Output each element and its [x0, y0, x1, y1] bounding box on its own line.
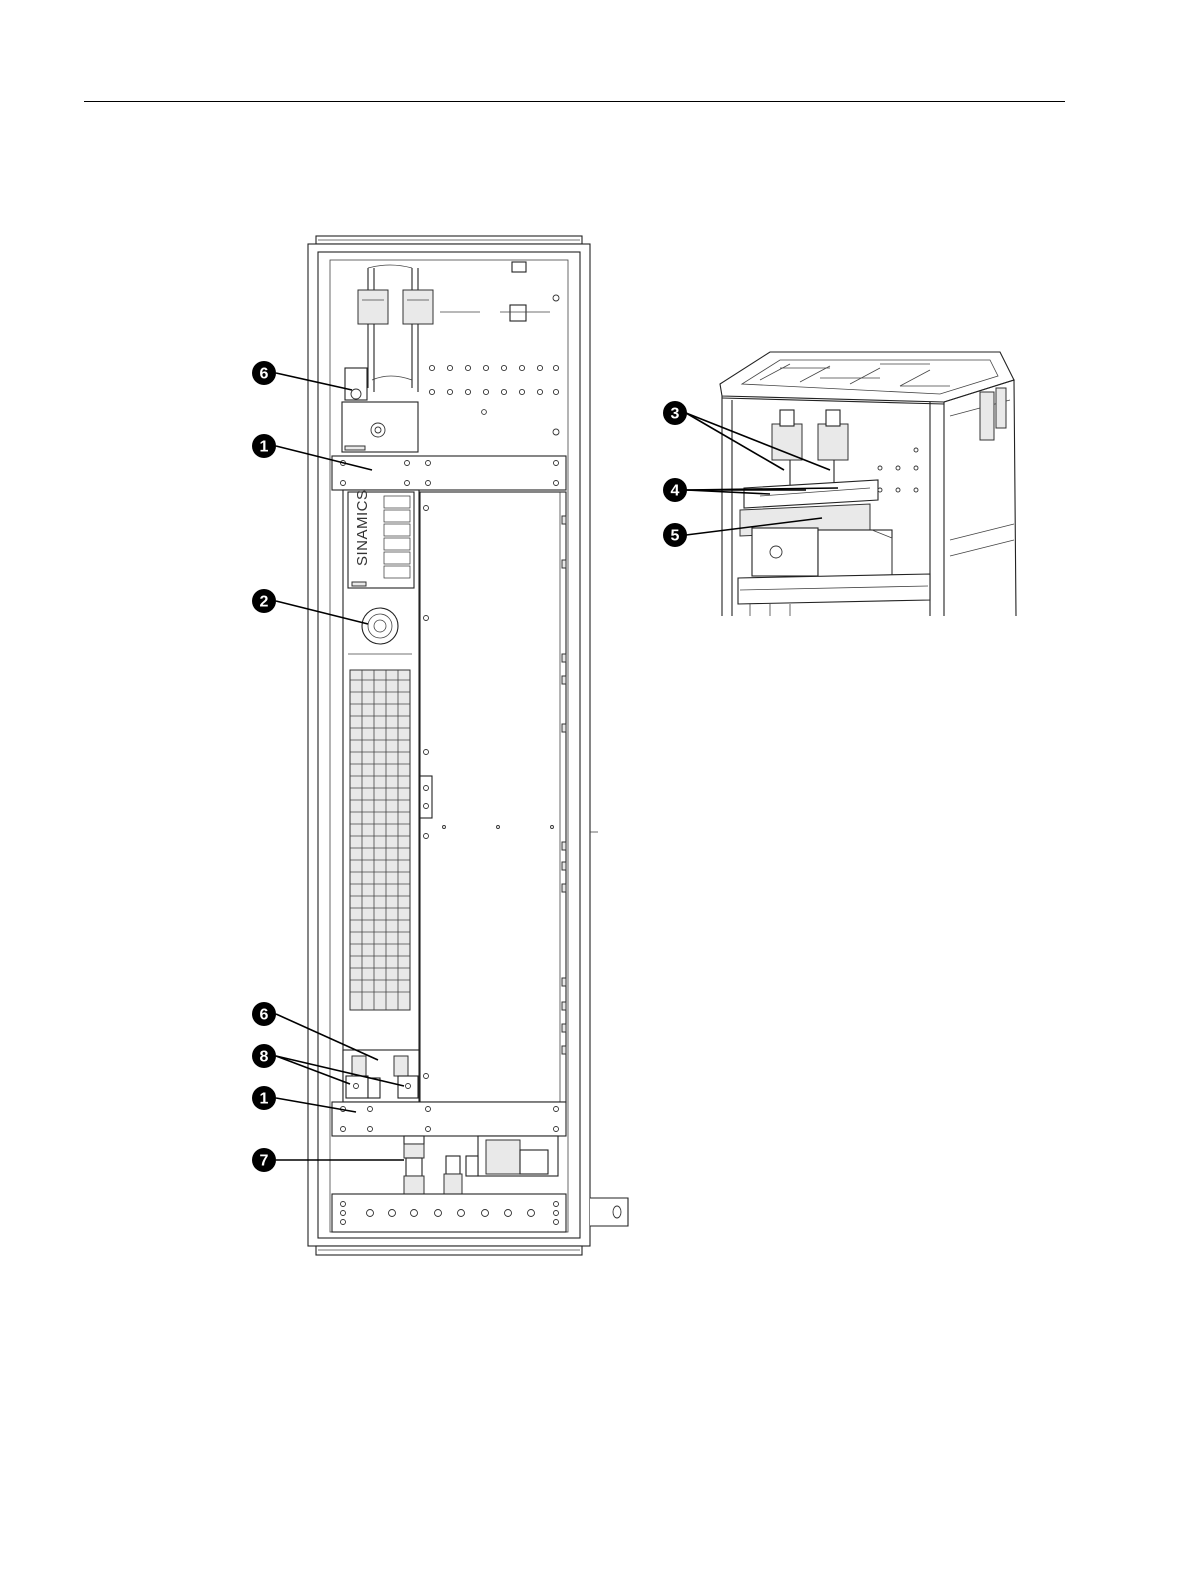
svg-text:1: 1: [260, 439, 269, 456]
svg-text:5: 5: [671, 528, 680, 545]
svg-text:3: 3: [671, 406, 680, 423]
callout-5: 5: [663, 523, 687, 547]
callout-4: 4: [663, 478, 687, 502]
mounting-rail-upper: [332, 456, 566, 490]
svg-text:4: 4: [671, 483, 680, 500]
callout-6-top: 6: [252, 361, 276, 385]
callout-6-bottom: 6: [252, 1002, 276, 1026]
brand-label: SINAMICS: [354, 489, 371, 566]
callout-2: 2: [252, 589, 276, 613]
front-view-cabinet: SINAMICS: [308, 236, 628, 1255]
fan: [362, 608, 398, 644]
svg-text:8: 8: [260, 1049, 269, 1066]
module-vent-grille: [350, 670, 410, 1010]
detail-view-cabinet: [720, 352, 1016, 616]
callout-7: 7: [252, 1148, 276, 1172]
svg-text:2: 2: [260, 594, 269, 611]
svg-text:6: 6: [260, 1007, 269, 1024]
callout-3: 3: [663, 401, 687, 425]
svg-text:7: 7: [260, 1153, 269, 1170]
callout-1-top: 1: [252, 434, 276, 458]
callout-1-bottom: 1: [252, 1086, 276, 1110]
svg-text:6: 6: [260, 366, 269, 383]
svg-text:1: 1: [260, 1091, 269, 1108]
mounting-rail-lower: [332, 1102, 566, 1136]
callout-8: 8: [252, 1044, 276, 1068]
